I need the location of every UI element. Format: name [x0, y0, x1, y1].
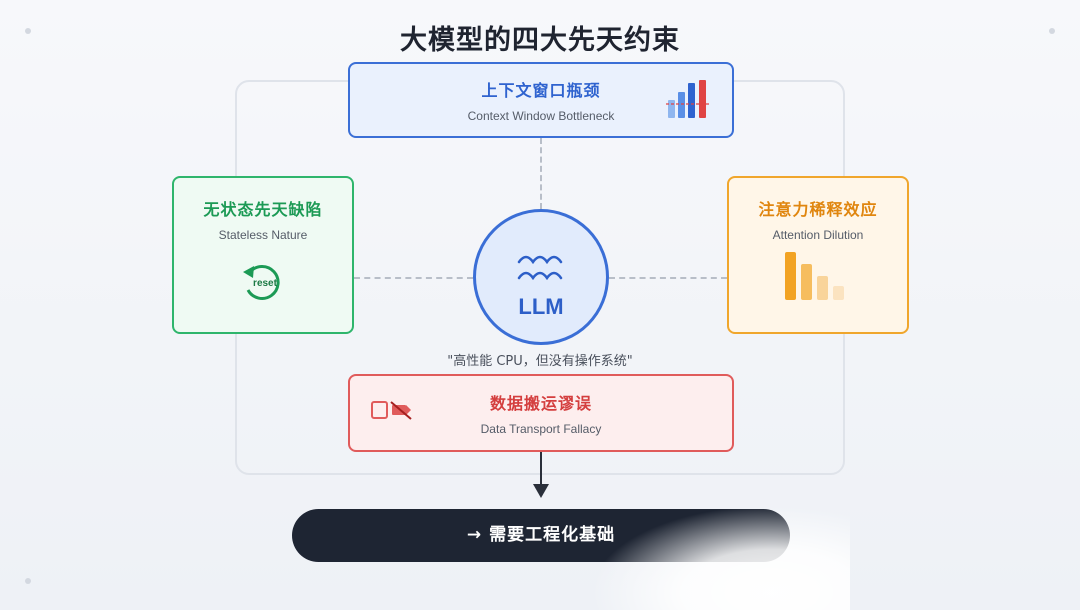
reset-icon-label: reset [253, 278, 278, 289]
llm-node: LLM [473, 209, 609, 345]
card-subtitle: Context Window Bottleneck [467, 109, 615, 123]
connector-left [354, 277, 473, 279]
corner-dot [25, 578, 31, 584]
engineering-foundation-button[interactable]: → 需要工程化基础 [292, 509, 790, 562]
card-stateless: 无状态先天缺陷 Stateless Nature reset [172, 176, 354, 334]
card-attention-dilution: 注意力稀释效应 Attention Dilution [727, 176, 909, 334]
card-data-transport: 数据搬运谬误 Data Transport Fallacy [348, 374, 734, 452]
card-title: 数据搬运谬误 [489, 394, 592, 413]
card-title: 注意力稀释效应 [758, 200, 878, 219]
arrow-down-icon [533, 484, 549, 498]
card-title: 无状态先天缺陷 [203, 200, 323, 219]
page-title: 大模型的四大先天约束 [400, 25, 680, 56]
declining-bars-icon [781, 250, 853, 302]
card-subtitle: Stateless Nature [218, 228, 308, 242]
card-title: 上下文窗口瓶颈 [481, 81, 601, 100]
arrow-shaft [540, 452, 542, 490]
connector-top [540, 138, 542, 209]
connector-right [609, 277, 727, 279]
card-context-window: 上下文窗口瓶颈 Context Window Bottleneck [348, 62, 734, 138]
llm-label: LLM [518, 294, 564, 319]
corner-dot [25, 28, 31, 34]
bar-chart-icon [666, 72, 712, 120]
corner-dot [1049, 28, 1055, 34]
llm-caption: "高性能 CPU，但没有操作系统" [447, 354, 633, 369]
card-subtitle: Attention Dilution [772, 228, 864, 242]
card-subtitle: Data Transport Fallacy [480, 422, 602, 436]
transport-blocked-icon [370, 400, 414, 422]
wave-icon [516, 250, 570, 286]
reset-icon: reset [240, 262, 288, 302]
